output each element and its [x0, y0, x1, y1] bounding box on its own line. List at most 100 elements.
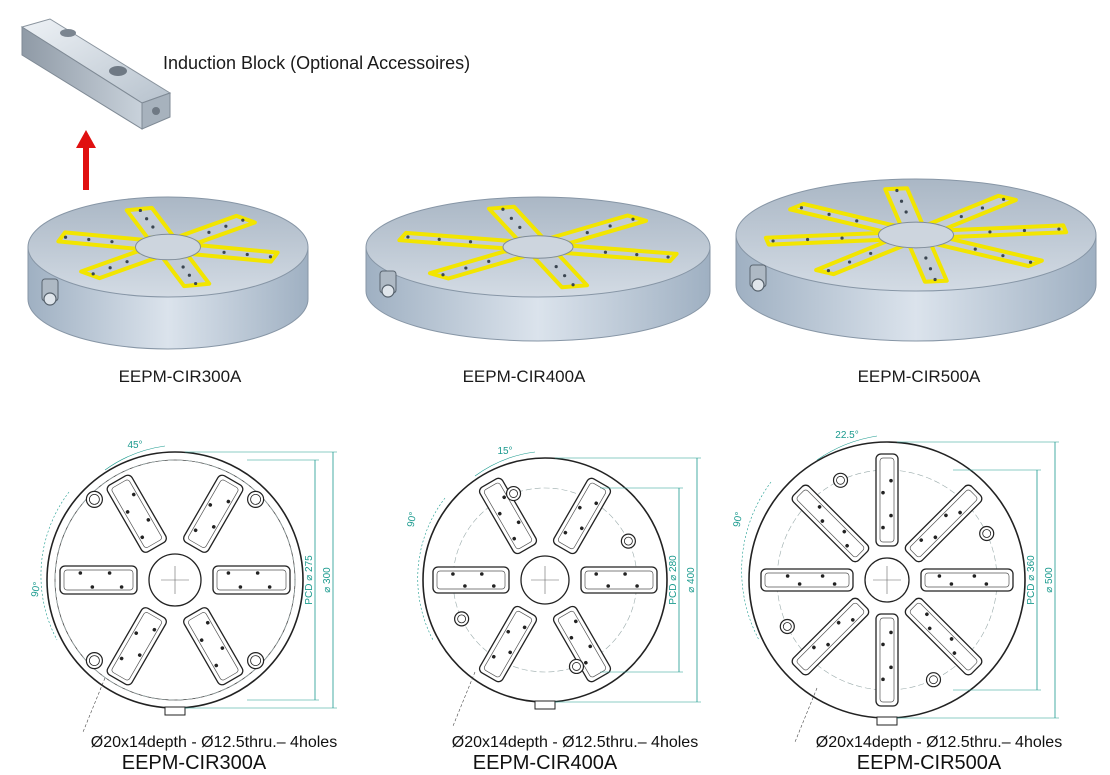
pole-outline	[875, 453, 899, 547]
pole-screw-hole	[840, 236, 844, 240]
pole-screw-hole	[222, 250, 226, 254]
pole-screw-hole	[509, 216, 513, 220]
pole-screw-hole	[138, 208, 142, 213]
pole-screw-hole	[441, 273, 445, 277]
pole-screw-hole	[181, 265, 185, 269]
diameter-label: ⌀ 500	[1044, 567, 1055, 593]
induction-block-image	[20, 18, 172, 130]
pole-outline	[106, 607, 167, 686]
pole-screw-hole	[1001, 197, 1006, 201]
pole-screw-hole	[563, 274, 567, 278]
pole-screw-hole	[125, 260, 129, 264]
pole-screw-hole	[771, 239, 775, 243]
diameter-label: ⌀ 400	[686, 567, 697, 593]
pole-outline	[106, 474, 167, 553]
pole-screw-hole	[406, 235, 410, 239]
drawing-title-cir400a: EEPM-CIR400A	[472, 752, 618, 774]
mounting-hole	[979, 525, 995, 542]
diameter-label: ⌀ 300	[322, 567, 333, 593]
side-angle-label: 90°	[406, 511, 419, 528]
hole-note-cir300a: Ø20x14depth - Ø12.5thru.– 4holes	[90, 734, 338, 751]
drawing-title-cir300a: EEPM-CIR300A	[121, 752, 267, 774]
mounting-hole	[85, 490, 103, 508]
center-hub	[878, 221, 954, 249]
mounting-hole	[247, 490, 265, 508]
pcd-label: PCD ⌀ 275	[304, 555, 315, 605]
pole-screw-hole	[245, 252, 249, 257]
pole-outline	[875, 613, 899, 707]
pole-outline	[183, 474, 244, 553]
pole-screw-hole	[464, 266, 468, 270]
hole-leader-line	[452, 671, 476, 727]
pole-screw-hole	[980, 206, 985, 210]
pole-screw-hole	[826, 269, 831, 273]
top-angle-label: 15°	[497, 446, 512, 457]
pole-outline	[580, 566, 658, 594]
pole-outline	[212, 565, 291, 595]
pole-screw-hole	[924, 256, 928, 260]
model-caption-cir400a: EEPM-CIR400A	[462, 367, 586, 386]
pole-screw-hole	[224, 224, 228, 228]
pole-screw-hole	[608, 224, 612, 228]
pole-screw-hole	[501, 207, 505, 211]
pole-screw-hole	[933, 277, 937, 282]
pole-screw-hole	[571, 283, 575, 287]
pole-screw-hole	[904, 210, 908, 214]
pcd-circle	[54, 459, 296, 701]
angle-arc-top	[104, 445, 166, 471]
pole-screw-hole	[87, 237, 91, 242]
pole-screw-hole	[959, 214, 963, 219]
mounting-hole	[779, 618, 795, 635]
pole-outline	[760, 568, 854, 592]
pole-screw-hole	[973, 247, 977, 251]
pole-screw-hole	[1022, 228, 1027, 233]
pole-screw-hole	[518, 225, 522, 230]
pole-screw-hole	[241, 218, 245, 222]
pole-outline	[59, 565, 138, 595]
hole-note-cir400a: Ø20x14depth - Ø12.5thru.– 4holes	[451, 734, 699, 751]
pole-screw-hole	[869, 251, 873, 256]
mounting-hole	[832, 472, 849, 488]
pole-outline	[552, 477, 612, 555]
mounting-hole	[247, 652, 265, 670]
top-angle-label: 45°	[127, 440, 142, 451]
drawing-title-cir500a: EEPM-CIR500A	[856, 752, 1002, 774]
mounting-hole	[454, 611, 470, 627]
pcd-label: PCD ⌀ 280	[668, 555, 679, 605]
pole-screw-hole	[631, 217, 635, 221]
pole-screw-hole	[988, 230, 992, 234]
hole-leader-line	[82, 677, 106, 733]
pole-outline	[183, 607, 244, 686]
up-arrow-icon	[76, 130, 96, 190]
pole-outline	[920, 568, 1014, 592]
drawing-cir300a: PCD ⌀ 275 ⌀ 300 45° 90°	[30, 440, 337, 733]
pole-screw-hole	[151, 225, 155, 229]
side-angle-label: 90°	[30, 581, 43, 598]
pole-screw-hole	[468, 240, 473, 244]
pole-screw-hole	[895, 188, 899, 193]
angle-arc-top	[474, 451, 536, 477]
pole-screw-hole	[666, 255, 670, 259]
pole-screw-hole	[1057, 227, 1061, 231]
pole-screw-hole	[928, 267, 933, 271]
pole-screw-hole	[855, 219, 859, 223]
pole-screw-hole	[1001, 254, 1005, 258]
chuck-3d-cir500a	[735, 178, 1097, 342]
pole-outline	[478, 605, 538, 683]
pole-outline	[552, 605, 612, 683]
pole-screw-hole	[603, 250, 608, 254]
pcd-label: PCD ⌀ 360	[1026, 555, 1037, 605]
pole-outline	[791, 484, 870, 563]
pole-screw-hole	[827, 212, 831, 216]
pole-screw-hole	[805, 237, 810, 242]
pole-screw-hole	[207, 230, 211, 234]
connector-plug	[751, 278, 765, 292]
pole-screw-hole	[899, 199, 904, 203]
pole-screw-hole	[194, 281, 198, 286]
mounting-hole	[85, 652, 103, 670]
pole-screw-hole	[91, 272, 95, 276]
angle-arc-side	[40, 491, 70, 641]
pole-outline	[432, 566, 510, 594]
model-caption-cir500a: EEPM-CIR500A	[857, 367, 981, 386]
